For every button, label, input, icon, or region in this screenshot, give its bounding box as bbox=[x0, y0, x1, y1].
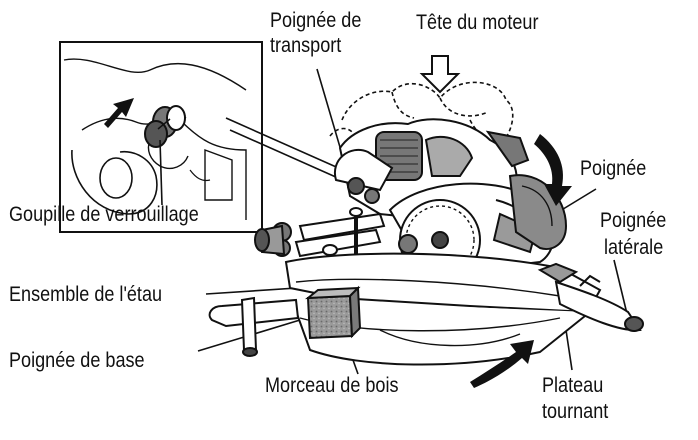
turntable-label-line1: Plateau bbox=[542, 374, 603, 397]
lock-pin-label: Goupille de verrouillage bbox=[9, 203, 199, 226]
handle-label: Poignée bbox=[580, 157, 646, 180]
slide-rails bbox=[255, 214, 384, 256]
side-handle-label-line2: latérale bbox=[604, 236, 663, 259]
turntable-label-line2: tournant bbox=[542, 400, 608, 423]
wood-block bbox=[308, 288, 360, 338]
carry-handle-label-line2: transport bbox=[270, 34, 341, 57]
base-handle bbox=[210, 298, 298, 356]
vise-assembly-label: Ensemble de l'étau bbox=[9, 283, 162, 306]
motor-head-label: Tête du moteur bbox=[416, 11, 538, 34]
wood-block-label: Morceau de bois bbox=[265, 374, 399, 397]
base-handle-label: Poignée de base bbox=[9, 349, 145, 372]
carry-handle-label-line1: Poignée de bbox=[270, 9, 361, 32]
side-handle-label-line1: Poignée bbox=[600, 209, 666, 232]
